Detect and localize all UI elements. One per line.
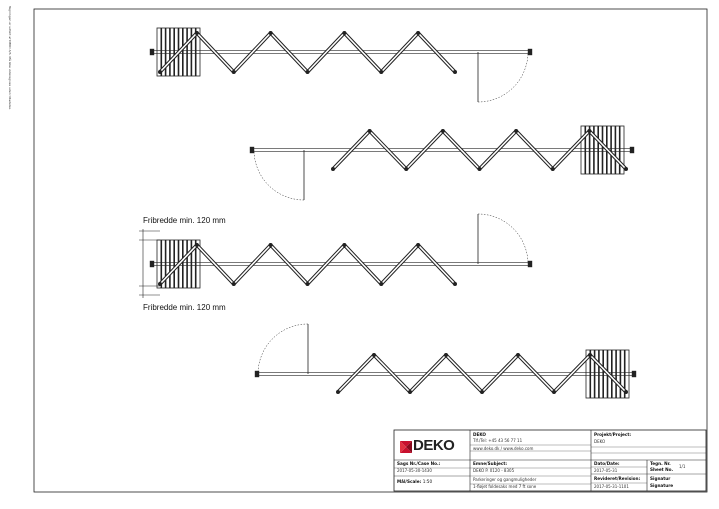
door-swing-arc xyxy=(257,323,309,375)
date-value: 2017-05-31 xyxy=(594,468,618,473)
rail-end-cap xyxy=(629,146,635,154)
case-value: 2017-05-30-1430 xyxy=(397,468,432,473)
rail xyxy=(256,372,635,376)
rail-end-cap xyxy=(249,146,255,154)
fribredde-label-top: Fribredde min. 120 mm xyxy=(143,216,226,225)
signature-label-en: Signature xyxy=(650,483,674,488)
scissor-joint xyxy=(416,31,421,35)
drawing-no-label: Tegn. Nr. xyxy=(650,461,671,466)
deko-logo: DEKO xyxy=(400,437,455,454)
door-swing-arc xyxy=(477,213,529,265)
project-label: Projekt/Project: xyxy=(594,432,632,437)
scissor-arm xyxy=(331,129,628,171)
title-block xyxy=(393,429,707,492)
scissor-joint xyxy=(416,243,421,247)
scissor-joint xyxy=(404,167,409,171)
scissor-joint xyxy=(552,390,556,394)
scissor-joint xyxy=(480,390,484,394)
scissor-arm xyxy=(158,243,457,286)
gate-unit-1 xyxy=(149,27,533,103)
scissor-joint xyxy=(367,129,372,133)
scissor-joint xyxy=(305,282,310,286)
project-value: DEKO xyxy=(594,439,606,444)
scissor-joint xyxy=(453,70,457,74)
scissor-joint xyxy=(342,243,347,247)
door-swing-arc xyxy=(477,51,529,103)
scissor-joint xyxy=(514,129,519,133)
rail-end-cap xyxy=(631,370,637,378)
scissor-joint xyxy=(231,70,236,74)
scissor-joint xyxy=(453,282,457,286)
date-label: Dato/Date: xyxy=(594,461,620,466)
scissor-joint xyxy=(194,31,199,35)
scissor-joint xyxy=(379,70,384,74)
company-tel: Tlf./Tel: +45 43 56 77 11 xyxy=(473,438,523,443)
gate-unit-3 xyxy=(149,213,533,289)
subject-value: DEKO P. 0120 - 8305 xyxy=(473,468,515,473)
rail-end-cap xyxy=(527,48,533,56)
scissor-joint xyxy=(268,31,273,35)
rail xyxy=(151,262,531,266)
rail-end-cap xyxy=(254,370,260,378)
scissor-joint xyxy=(379,282,384,286)
deko-logo-icon xyxy=(400,440,412,453)
rail-end-cap xyxy=(149,48,155,56)
subject-label: Emne/Subject: xyxy=(473,461,508,466)
fribredde-dimension xyxy=(139,229,160,298)
scissor-joint xyxy=(158,70,162,74)
scissor-joint xyxy=(444,353,448,357)
company-web: www.deko.dk / www.deko.com xyxy=(473,446,534,451)
sheet-border xyxy=(33,8,708,493)
scissor-joint xyxy=(268,243,273,247)
scissor-joint xyxy=(516,353,520,357)
scissor-joint xyxy=(624,390,628,394)
scissor-joint xyxy=(158,282,162,286)
scissor-joint xyxy=(231,282,236,286)
drawing-no-value: 1/1 xyxy=(679,464,686,469)
gate-unit-4 xyxy=(254,323,637,399)
company-name: DEKO xyxy=(473,432,486,437)
subject-line3: 1-fløjet foldesaks med 7 ft sone xyxy=(473,484,537,489)
gate-unit-2 xyxy=(249,125,635,201)
scissor-joint xyxy=(331,167,335,171)
scissor-joint xyxy=(440,129,445,133)
scissor-joint xyxy=(194,243,199,247)
scissor-arm xyxy=(336,353,628,394)
scissor-joint xyxy=(588,353,592,357)
scale-value: 1:50 xyxy=(422,479,433,484)
fribredde-label-bottom: Fribredde min. 120 mm xyxy=(143,303,226,312)
scissor-joint xyxy=(372,353,376,357)
scissor-joint xyxy=(587,129,592,133)
scissor-joint xyxy=(624,167,628,171)
scale-label: Mål/Scale: 1:50 xyxy=(397,479,433,484)
deko-logo-word: DEKO xyxy=(413,437,455,454)
rail xyxy=(151,50,531,54)
door-swing-arc xyxy=(253,149,305,201)
subject-line2: Parkeringer og gangmuligheder xyxy=(473,477,537,482)
rail-end-cap xyxy=(527,260,533,268)
revision-value: 2017-05-31-1101 xyxy=(594,484,629,489)
rail-end-cap xyxy=(149,260,155,268)
gate-units xyxy=(149,27,637,399)
scale-label-text: Mål/Scale: xyxy=(397,479,422,484)
sheet-no-label: Sheet No. xyxy=(650,467,674,472)
scissor-joint xyxy=(336,390,340,394)
signature-label: Signatur xyxy=(650,476,671,481)
scissor-arm xyxy=(158,31,457,74)
scissor-joint xyxy=(305,70,310,74)
revision-label: Revideret/Revision: xyxy=(594,476,641,481)
scissor-joint xyxy=(342,31,347,35)
case-label: Sags Nr./Case No.: xyxy=(397,461,441,466)
scissor-joint xyxy=(408,390,412,394)
rail xyxy=(251,148,633,152)
scissor-joint xyxy=(477,167,482,171)
scissor-joint xyxy=(550,167,555,171)
